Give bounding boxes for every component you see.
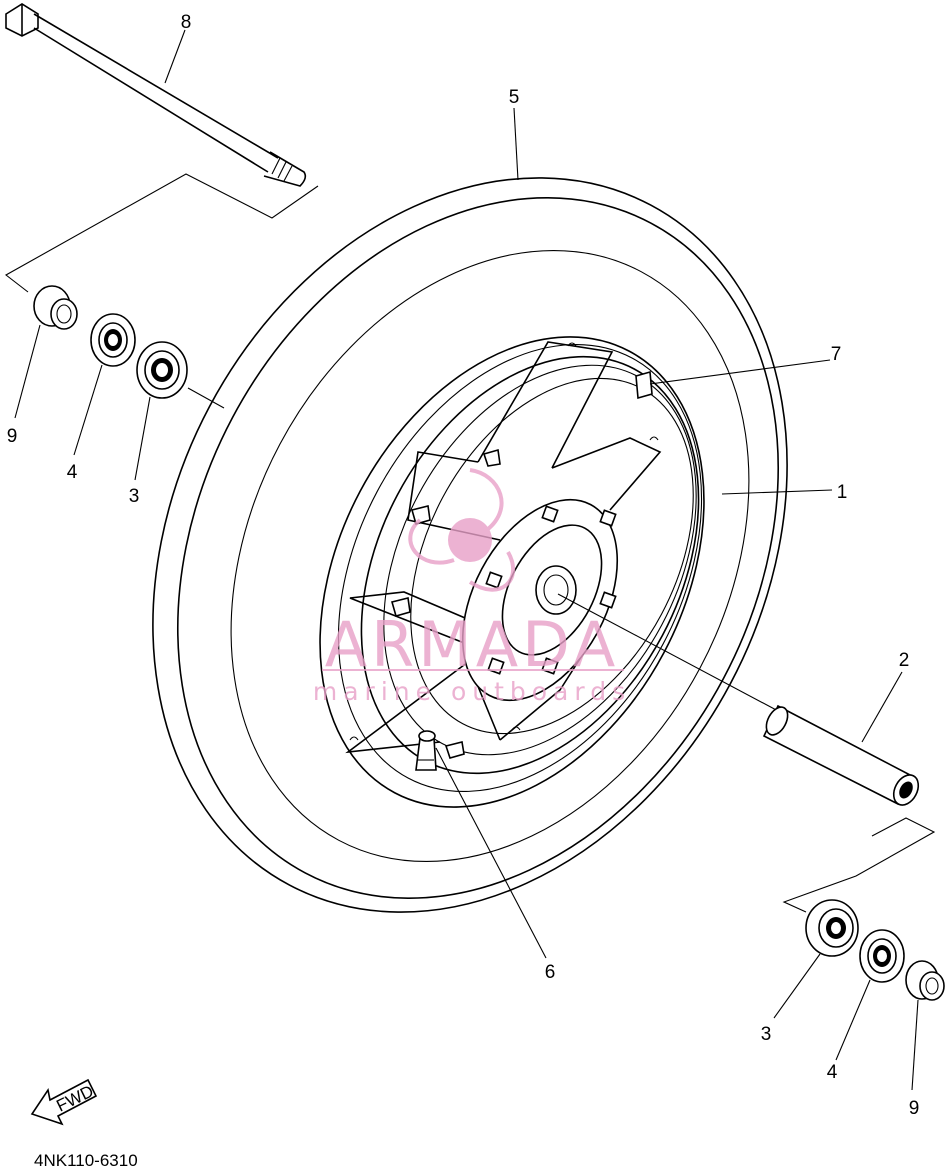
bearing-right[interactable] [805, 899, 859, 957]
axle-spacer[interactable] [762, 704, 923, 810]
watermark-subtitle: marine outboards [313, 677, 631, 706]
callout-3-left: 3 [129, 486, 140, 507]
cast-wheel[interactable] [243, 271, 781, 874]
callout-1: 1 [837, 482, 848, 503]
callout-9-left: 9 [7, 426, 18, 447]
tire[interactable] [29, 67, 911, 1024]
tire-valve[interactable] [415, 730, 437, 771]
collar-left[interactable] [33, 285, 78, 330]
front-axle-shaft[interactable] [5, 3, 307, 187]
callout-3-right: 3 [761, 1024, 772, 1045]
callout-6: 6 [545, 962, 556, 983]
diagram-code: 4NK110-6310 [34, 1151, 138, 1169]
oil-seal-right[interactable] [859, 929, 905, 983]
callout-7: 7 [831, 344, 842, 365]
forward-arrow-icon: FWD [30, 1078, 98, 1126]
propeller-logo-icon [408, 468, 515, 592]
watermark-title: ARMADA [325, 608, 619, 681]
collar-right[interactable] [905, 960, 945, 1001]
callout-9-right: 9 [909, 1098, 920, 1119]
callout-8: 8 [181, 12, 192, 33]
callout-4-left: 4 [67, 462, 78, 483]
bearing-left[interactable] [136, 341, 188, 399]
oil-seal-left[interactable] [90, 313, 136, 367]
callout-5: 5 [509, 87, 520, 108]
callout-4-right: 4 [827, 1062, 838, 1083]
armada-watermark: ARMADA marine outboards [313, 468, 631, 706]
callout-2: 2 [899, 650, 910, 671]
